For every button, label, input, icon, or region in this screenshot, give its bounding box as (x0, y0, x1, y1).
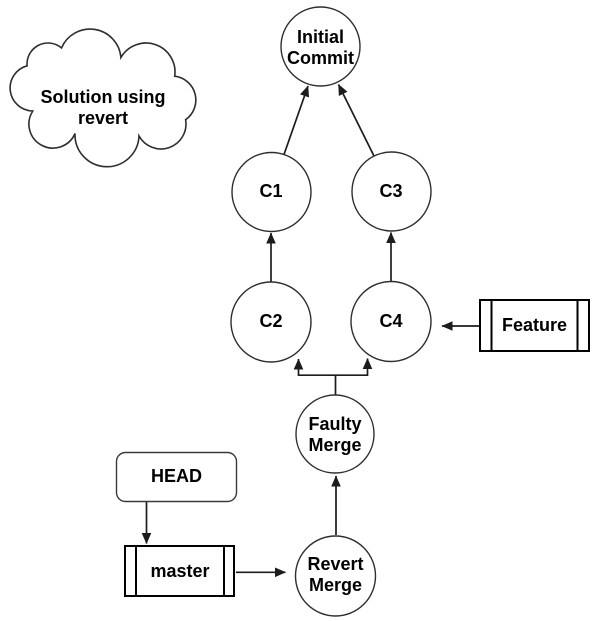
node-feature-box (479, 299, 590, 352)
node-initial-commit-circle (280, 6, 361, 87)
arrow-c1-to-initial-commit (283, 85, 310, 155)
node-c3-circle (351, 151, 432, 232)
arrow-faulty-merge-to-c4 (335, 358, 373, 377)
arrow-c3-to-initial-commit (337, 84, 375, 157)
node-c1-circle (231, 151, 312, 233)
node-faulty-merge-circle (295, 394, 375, 474)
node-head-box (115, 451, 238, 503)
arrow-faulty-merge-stem (293, 358, 337, 396)
node-master-box (124, 545, 235, 597)
node-c4-circle (350, 280, 432, 363)
cloud-shape (9, 28, 197, 168)
nodes-group (230, 6, 432, 617)
node-revert-merge-circle (294, 535, 377, 617)
arrows-group (141, 84, 480, 578)
node-c2-circle (230, 281, 312, 363)
